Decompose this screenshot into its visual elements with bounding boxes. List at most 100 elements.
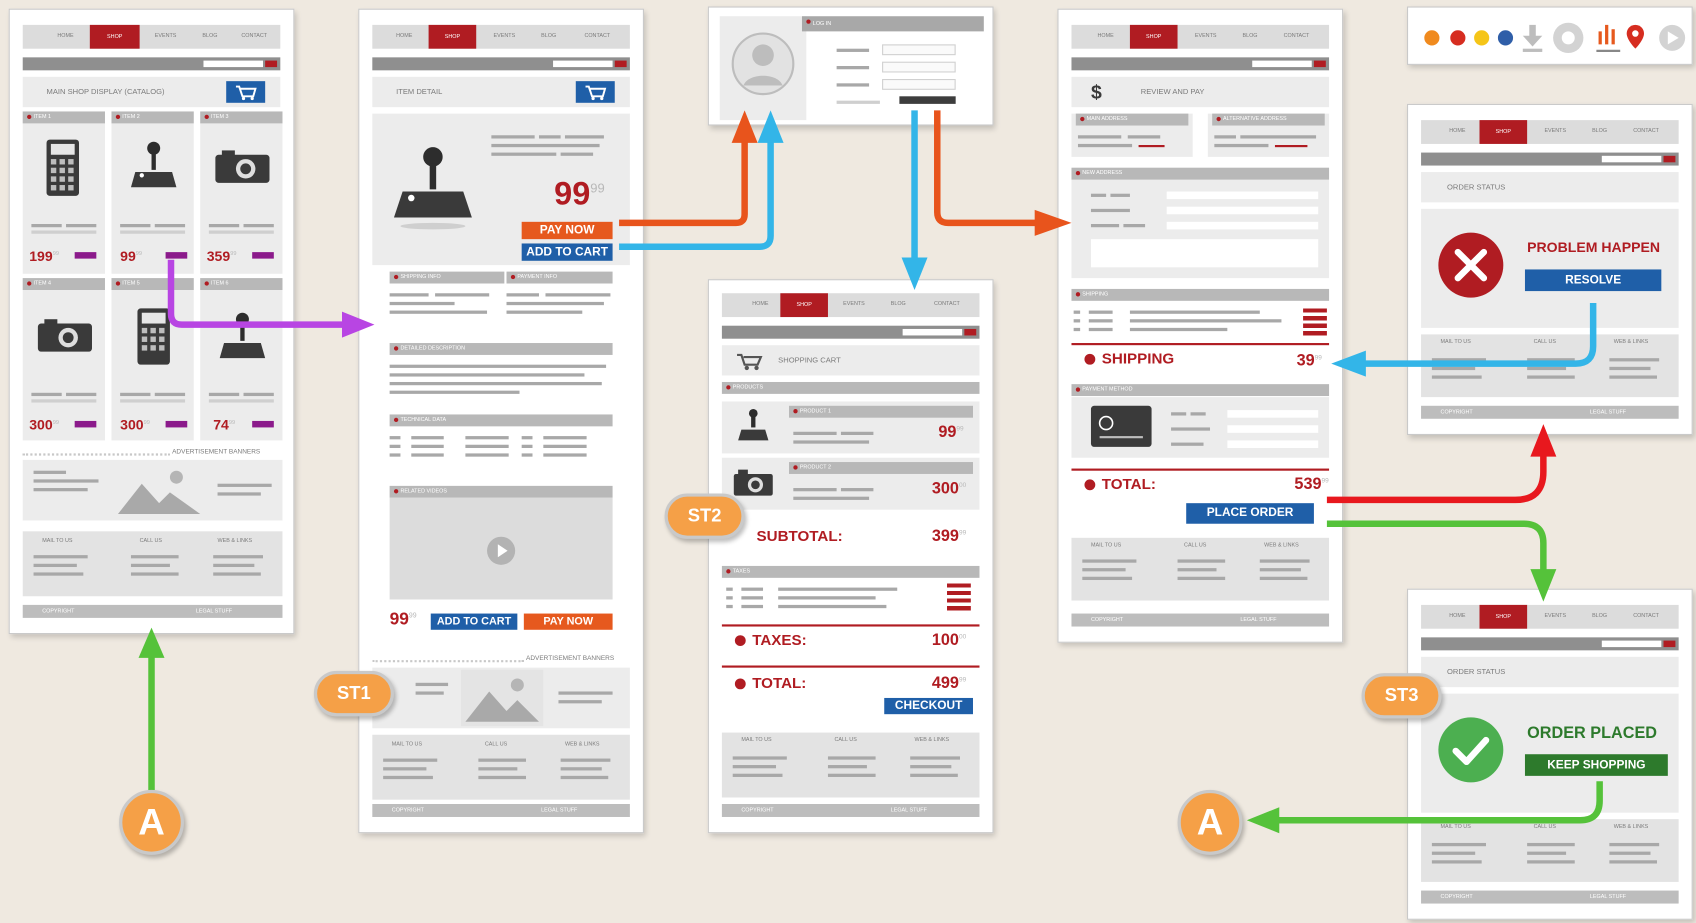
search-button[interactable] bbox=[1663, 640, 1676, 648]
item-cart-button[interactable] bbox=[74, 420, 97, 428]
footer-legal[interactable]: LEGAL STUFF bbox=[890, 807, 927, 814]
footer-legal[interactable]: LEGAL STUFF bbox=[1240, 616, 1277, 624]
nav-blog[interactable]: BLOG bbox=[890, 300, 906, 308]
footer-legal[interactable]: LEGAL STUFF bbox=[541, 807, 578, 814]
footer-legal[interactable]: LEGAL STUFF bbox=[1589, 893, 1627, 901]
search-input[interactable] bbox=[1252, 60, 1312, 68]
nav-blog[interactable]: BLOG bbox=[1592, 612, 1608, 619]
nav-shop[interactable]: SHOP bbox=[1129, 24, 1178, 49]
nav-blog[interactable]: BLOG bbox=[1242, 32, 1258, 39]
nav-events[interactable]: EVENTS bbox=[154, 32, 177, 39]
nav-events[interactable]: EVENTS bbox=[1544, 612, 1567, 619]
footer-legal[interactable]: LEGAL STUFF bbox=[1589, 409, 1627, 416]
nav-shop[interactable]: SHOP bbox=[1479, 604, 1528, 629]
video-player[interactable] bbox=[389, 497, 613, 600]
add-to-cart-button-bottom[interactable]: ADD TO CART bbox=[430, 613, 518, 630]
ad-banner[interactable] bbox=[22, 459, 283, 521]
item-cart-button[interactable] bbox=[74, 252, 97, 259]
footer-call[interactable]: CALL US bbox=[1533, 338, 1556, 346]
search-input[interactable] bbox=[1601, 155, 1662, 163]
catalog-item[interactable]: ITEM 1 19999 bbox=[22, 111, 105, 274]
footer-mail[interactable]: MAIL TO US bbox=[1440, 338, 1471, 346]
checkout-button[interactable]: CHECKOUT bbox=[884, 697, 973, 715]
nav-home[interactable]: HOME bbox=[752, 300, 769, 308]
address-input[interactable] bbox=[1166, 191, 1319, 200]
footer-web[interactable]: WEB & LINKS bbox=[217, 537, 253, 545]
nav-home[interactable]: HOME bbox=[1097, 32, 1114, 39]
nav-shop[interactable]: SHOP bbox=[428, 24, 477, 49]
footer-call[interactable]: CALL US bbox=[1184, 542, 1207, 549]
card-input[interactable] bbox=[1227, 425, 1319, 433]
nav-blog[interactable]: BLOG bbox=[541, 32, 557, 39]
pay-now-button-bottom[interactable]: PAY NOW bbox=[523, 613, 613, 630]
footer-call[interactable]: CALL US bbox=[1533, 823, 1556, 830]
search-button[interactable] bbox=[1663, 155, 1676, 163]
footer-call[interactable]: CALL US bbox=[834, 736, 857, 744]
nav-events[interactable]: EVENTS bbox=[1194, 32, 1217, 39]
nav-shop[interactable]: SHOP bbox=[89, 24, 140, 49]
search-input[interactable] bbox=[1601, 640, 1662, 648]
credit-card-icon[interactable] bbox=[1090, 405, 1152, 447]
item-cart-button[interactable] bbox=[252, 252, 274, 259]
footer-legal[interactable]: LEGAL STUFF bbox=[195, 608, 233, 615]
pay-now-button[interactable]: PAY NOW bbox=[521, 221, 613, 240]
cart-product-row[interactable]: PRODUCT 2 30000 bbox=[721, 457, 980, 510]
new-address-block[interactable]: NEW ADDRESS bbox=[1071, 167, 1330, 279]
catalog-item[interactable]: ITEM 3 35999 bbox=[200, 111, 283, 274]
place-order-button[interactable]: PLACE ORDER bbox=[1186, 503, 1314, 524]
nav-home[interactable]: HOME bbox=[396, 32, 413, 39]
footer-mail[interactable]: MAIL TO US bbox=[391, 741, 423, 748]
play-icon[interactable] bbox=[487, 536, 516, 565]
nav-contact[interactable]: CONTACT bbox=[1633, 612, 1659, 619]
cart-icon[interactable] bbox=[226, 81, 266, 103]
address-block[interactable]: MAIN ADDRESS bbox=[1071, 113, 1193, 157]
search-button[interactable] bbox=[614, 60, 627, 68]
footer-call[interactable]: CALL US bbox=[484, 741, 508, 748]
nav-home[interactable]: HOME bbox=[1449, 612, 1466, 619]
search-input[interactable] bbox=[203, 60, 263, 68]
nav-contact[interactable]: CONTACT bbox=[1633, 127, 1659, 135]
catalog-item[interactable]: ITEM 2 9999 bbox=[111, 111, 194, 274]
catalog-item[interactable]: ITEM 4 30099 bbox=[22, 278, 105, 441]
nav-contact[interactable]: CONTACT bbox=[934, 300, 960, 308]
item-cart-button[interactable] bbox=[165, 252, 188, 259]
card-input[interactable] bbox=[1227, 410, 1319, 418]
nav-events[interactable]: EVENTS bbox=[493, 32, 516, 39]
resolve-button[interactable]: RESOLVE bbox=[1524, 269, 1662, 292]
ad-banner[interactable] bbox=[372, 667, 630, 729]
footer-mail[interactable]: MAIL TO US bbox=[741, 736, 772, 744]
add-to-cart-button[interactable]: ADD TO CART bbox=[521, 243, 613, 261]
search-input[interactable] bbox=[553, 60, 613, 68]
card-input[interactable] bbox=[1227, 440, 1319, 448]
footer-web[interactable]: WEB & LINKS bbox=[914, 736, 950, 744]
nav-contact[interactable]: CONTACT bbox=[1283, 32, 1310, 39]
nav-home[interactable]: HOME bbox=[57, 32, 74, 39]
footer-web[interactable]: WEB & LINKS bbox=[1613, 338, 1649, 346]
nav-shop[interactable]: SHOP bbox=[1479, 120, 1528, 144]
cart-product-row[interactable]: PRODUCT 1 9999 bbox=[721, 401, 980, 454]
payment-block[interactable] bbox=[1071, 397, 1330, 458]
nav-contact[interactable]: CONTACT bbox=[241, 32, 268, 39]
item-cart-button[interactable] bbox=[165, 420, 188, 428]
address-block[interactable]: ALTERNATIVE ADDRESS bbox=[1207, 113, 1330, 157]
nav-blog[interactable]: BLOG bbox=[202, 32, 218, 39]
search-input[interactable] bbox=[902, 328, 963, 336]
footer-web[interactable]: WEB & LINKS bbox=[564, 741, 600, 748]
footer-mail[interactable]: MAIL TO US bbox=[42, 537, 73, 545]
item-cart-button[interactable] bbox=[252, 420, 274, 428]
email-field[interactable] bbox=[882, 78, 956, 90]
address-input[interactable] bbox=[1166, 206, 1319, 215]
nav-contact[interactable]: CONTACT bbox=[584, 32, 611, 39]
nav-events[interactable]: EVENTS bbox=[1544, 127, 1567, 135]
nav-shop[interactable]: SHOP bbox=[780, 293, 828, 318]
search-button[interactable] bbox=[1313, 60, 1326, 68]
footer-mail[interactable]: MAIL TO US bbox=[1090, 542, 1122, 549]
keep-shopping-button[interactable]: KEEP SHOPPING bbox=[1524, 754, 1668, 776]
footer-mail[interactable]: MAIL TO US bbox=[1440, 823, 1471, 830]
footer-web[interactable]: WEB & LINKS bbox=[1264, 542, 1299, 549]
search-button[interactable] bbox=[964, 328, 977, 336]
search-button[interactable] bbox=[265, 60, 278, 68]
username-field[interactable] bbox=[882, 44, 956, 56]
footer-call[interactable]: CALL US bbox=[139, 537, 162, 545]
password-field[interactable] bbox=[882, 61, 956, 73]
